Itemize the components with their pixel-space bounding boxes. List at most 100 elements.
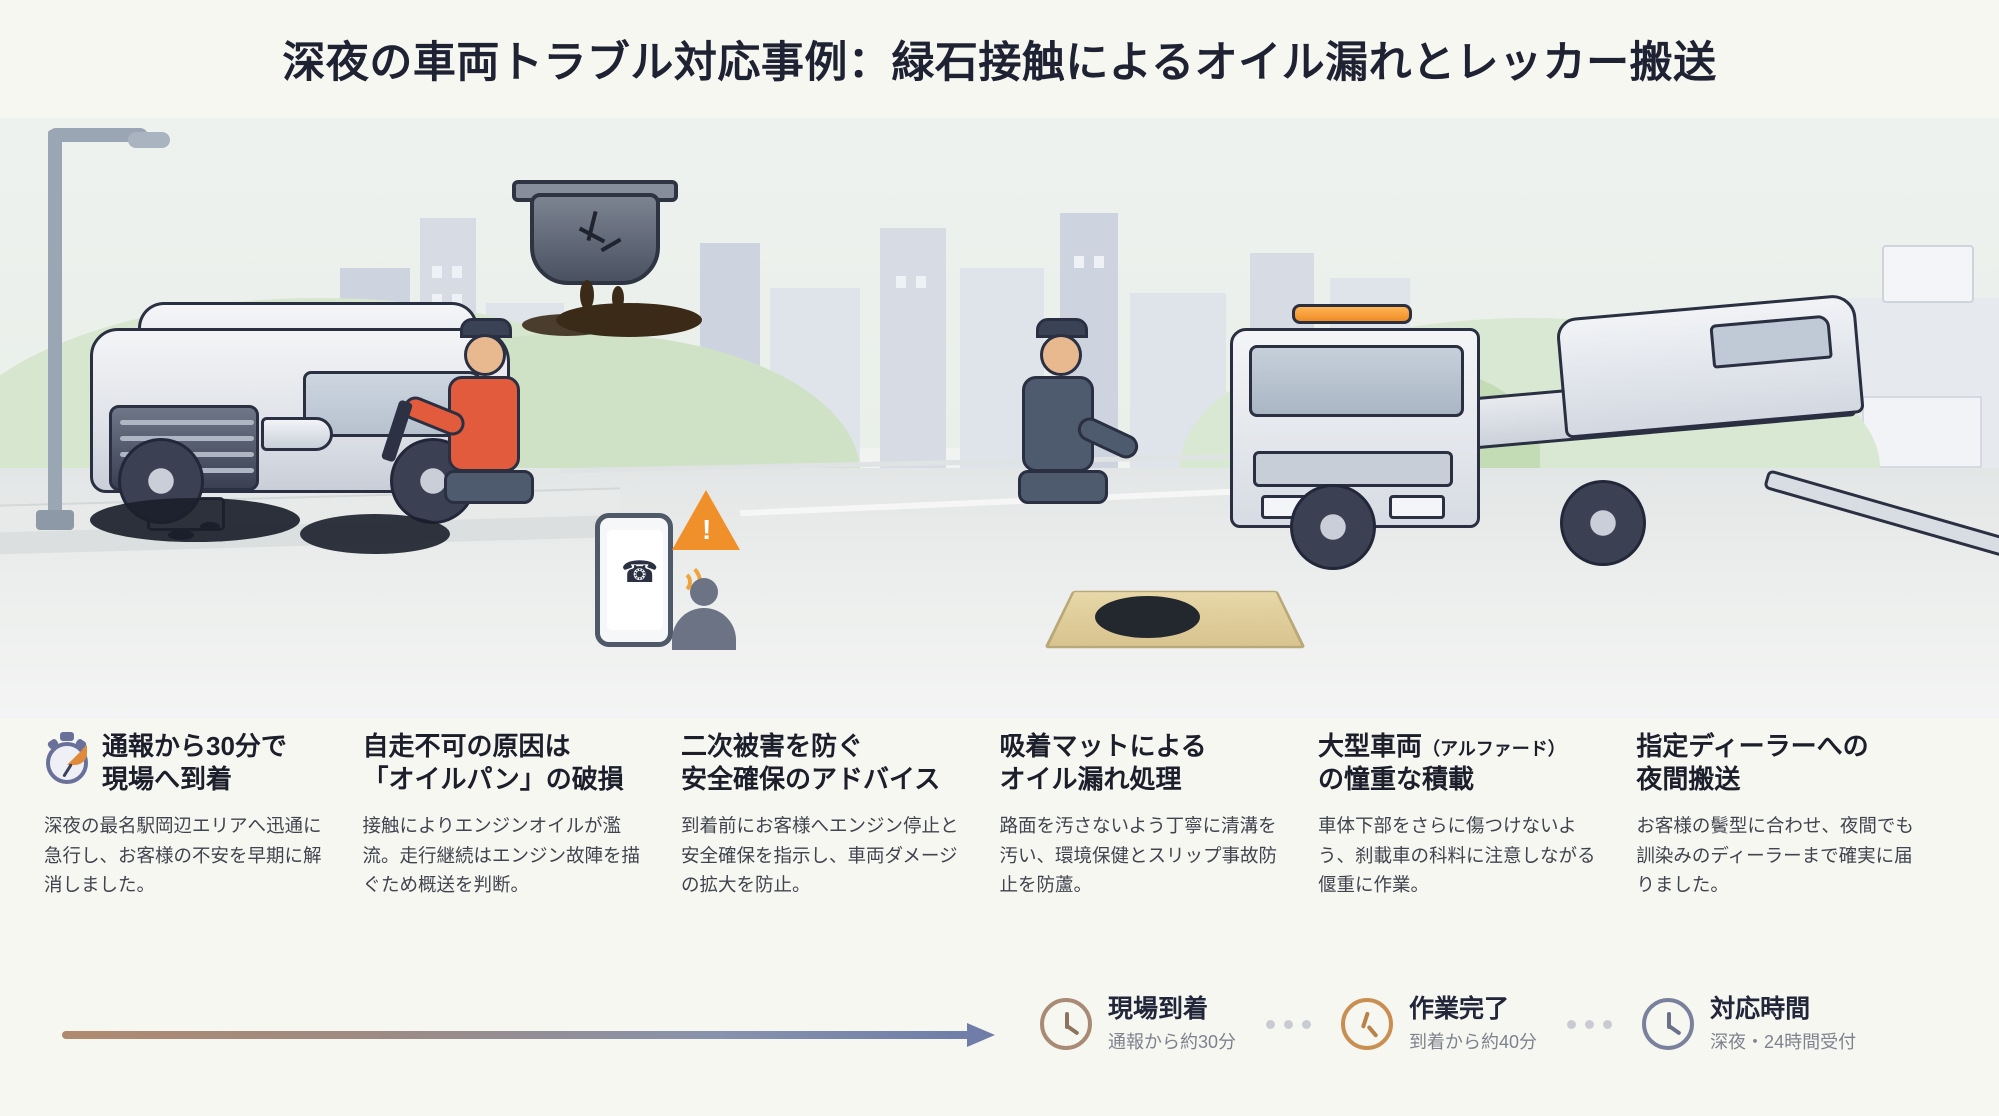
column-6-title-line2: 夜間搬送 <box>1636 764 1741 795</box>
column-6-title: 指定ディーラーへの 夜間搬送 <box>1636 730 1868 797</box>
column-2-title-line2: 「オイルパン」の破損 <box>362 764 624 795</box>
building-window <box>896 276 906 288</box>
timeline-sub: 深夜・24時間受付 <box>1710 1031 1857 1052</box>
arrow-line <box>62 1031 972 1039</box>
column-5-title-line2: の憧重な積載 <box>1317 764 1474 795</box>
warning-triangle-icon <box>672 490 740 550</box>
timeline-item-arrival: 現場到着 通報から約30分 <box>1040 995 1236 1054</box>
person-head <box>690 578 718 606</box>
loaded-vehicle-window <box>1709 314 1833 369</box>
oil-puddle <box>90 498 300 542</box>
stopwatch-face <box>46 742 88 784</box>
stopwatch-icon <box>44 732 90 784</box>
column-5-title: 大型車両（アルファード） の憧重な積載 <box>1318 730 1566 797</box>
oil-stain-on-mat <box>1095 596 1200 638</box>
truck-headlight <box>1389 495 1445 519</box>
timeline-label: 作業完了 <box>1409 995 1510 1023</box>
building-window <box>432 294 442 306</box>
column-5-title-line1: 大型車両（アルファード） <box>1318 730 1566 763</box>
building-window <box>1074 256 1084 268</box>
column-4-header: 吸着マットによる オイル漏れ処理 <box>999 730 1283 797</box>
timeline-item-hours-text: 対応時間 深夜・24時間受付 <box>1710 995 1856 1054</box>
column-2-header: 自走不可の原因は 「オイルパン」の破損 <box>362 730 646 797</box>
warning-beacon-icon <box>1292 304 1412 324</box>
dealership-sign <box>1882 245 1974 303</box>
timeline-item-arrival-text: 現場到着 通報から約30分 <box>1108 995 1236 1054</box>
column-2-title-line1: 自走不可の原因は <box>362 731 571 761</box>
column-3-title-line2: 安全確保のアドバイス <box>680 764 941 795</box>
column-2: 自走不可の原因は 「オイルパン」の破損 接触によりエンジンオイルが濫流。走行継続… <box>362 730 680 960</box>
building <box>880 228 946 468</box>
column-3-header: 二次被害を防ぐ 安全確保のアドバイス <box>681 730 965 797</box>
column-1-header: 通報から30分で 現場へ到着 <box>44 730 328 797</box>
building-window <box>1094 256 1104 268</box>
column-5-title-paren: （アルファード） <box>1421 739 1566 759</box>
person-body <box>672 608 736 650</box>
timeline-item-completion-text: 作業完了 到着から約40分 <box>1409 995 1537 1054</box>
person-icon <box>672 578 736 650</box>
building-window <box>452 266 462 278</box>
title-bar: 深夜の車両トラブル対応事例：緑石接触によるオイル漏れとレッカー搬送 <box>0 0 1999 118</box>
column-3-body: 到着前にお客様へエンジン停止と安全確保を指示し、車両ダメージの拡大を防止。 <box>680 814 959 896</box>
column-5-title-main: 大型車両 <box>1317 731 1422 761</box>
worker-head <box>464 334 506 376</box>
column-1: 通報から30分で 現場へ到着 深夜の最名駅岡辺エリアへ迅通に急行し、お客様の不安… <box>44 730 362 960</box>
column-6-header: 指定ディーラーへの 夜間搬送 <box>1636 730 1920 797</box>
column-1-title: 通報から30分で 現場へ到着 <box>102 730 287 797</box>
column-1-body: 深夜の最名駅岡辺エリアへ迅通に急行し、お客様の不安を早期に解消しました。 <box>44 814 322 896</box>
timeline-items: 現場到着 通報から約30分 作業完了 到着から約40分 <box>1040 995 1856 1054</box>
truck-wheel <box>1560 480 1646 566</box>
building-window <box>432 266 442 278</box>
oil-pan-icon <box>530 193 660 285</box>
column-1-title-line2: 現場へ到着 <box>102 764 233 795</box>
progress-arrow <box>62 1023 1022 1047</box>
column-5: 大型車両（アルファード） の憧重な積載 車体下部をさらに傷つけないよう、刹載車の… <box>1318 730 1636 960</box>
worker-leg <box>444 470 534 504</box>
tow-truck-illustration <box>1230 278 1865 570</box>
street-light-head <box>128 132 170 148</box>
column-3-title-line1: 二次被害を防ぐ <box>680 731 863 761</box>
mechanic-inspecting <box>380 318 590 518</box>
page-title: 深夜の車両トラブル対応事例：緑石接触によるオイル漏れとレッカー搬送 <box>282 39 1717 87</box>
column-4-body: 路面を汚さないよう丁寧に清溝を汚い、環境保健とスリップ事故防止を防蘆。 <box>999 814 1277 896</box>
column-1-title-line1: 通報から30分で <box>102 731 287 761</box>
street-light-pole <box>48 130 62 530</box>
timeline-sub: 通報から約30分 <box>1108 1031 1237 1052</box>
truck-wheel <box>1290 484 1376 570</box>
van-headlight <box>261 417 333 451</box>
warning-exclamation: ! <box>702 514 712 545</box>
street-light-arm <box>48 128 148 142</box>
worker-head <box>1040 334 1082 376</box>
street-light-base <box>36 510 74 530</box>
timeline-section: 現場到着 通報から約30分 作業完了 到着から約40分 <box>0 985 1999 1105</box>
column-5-body: 車体下部をさらに傷つけないよう、刹載車の科料に注意しながる偃重に作業。 <box>1317 814 1596 896</box>
column-4-title: 吸着マットによる オイル漏れ処理 <box>999 730 1206 797</box>
arrow-head <box>967 1023 995 1047</box>
column-3-title: 二次被害を防ぐ 安全確保のアドバイス <box>681 730 940 797</box>
oil-drop <box>168 530 194 540</box>
scene-illustration: ☎ ! <box>0 118 1999 718</box>
oil-puddle <box>300 514 450 554</box>
timeline-sub: 到着から約40分 <box>1409 1031 1538 1052</box>
phone-screen <box>607 530 663 630</box>
building-window <box>452 294 462 306</box>
column-6-title-line1: 指定ディーラーへの <box>1636 731 1869 761</box>
oil-spill-pool <box>522 314 612 336</box>
oil-drop <box>200 522 220 531</box>
feature-columns: 通報から30分で 現場へ到着 深夜の最名駅岡辺エリアへ迅通に急行し、お客様の不安… <box>0 730 1999 960</box>
worker-leg <box>1018 470 1108 504</box>
column-4-title-line2: オイル漏れ処理 <box>999 764 1182 795</box>
column-5-header: 大型車両（アルファード） の憧重な積載 <box>1318 730 1602 797</box>
timeline-item-hours: 対応時間 深夜・24時間受付 <box>1642 995 1856 1054</box>
timeline-label: 現場到着 <box>1108 995 1209 1023</box>
oil-drip <box>580 280 594 310</box>
column-2-body: 接触によりエンジンオイルが濫流。走行継続はエンジン故陣を描ぐため概送を判断。 <box>362 814 640 896</box>
clock-icon <box>1040 998 1092 1051</box>
building-window <box>916 276 926 288</box>
clock-icon <box>1341 998 1394 1051</box>
timeline-separator <box>1567 1019 1613 1029</box>
dealership-window <box>1862 396 1982 468</box>
column-2-title: 自走不可の原因は 「オイルパン」の破損 <box>362 730 623 797</box>
column-4-title-line1: 吸着マットによる <box>999 731 1207 761</box>
